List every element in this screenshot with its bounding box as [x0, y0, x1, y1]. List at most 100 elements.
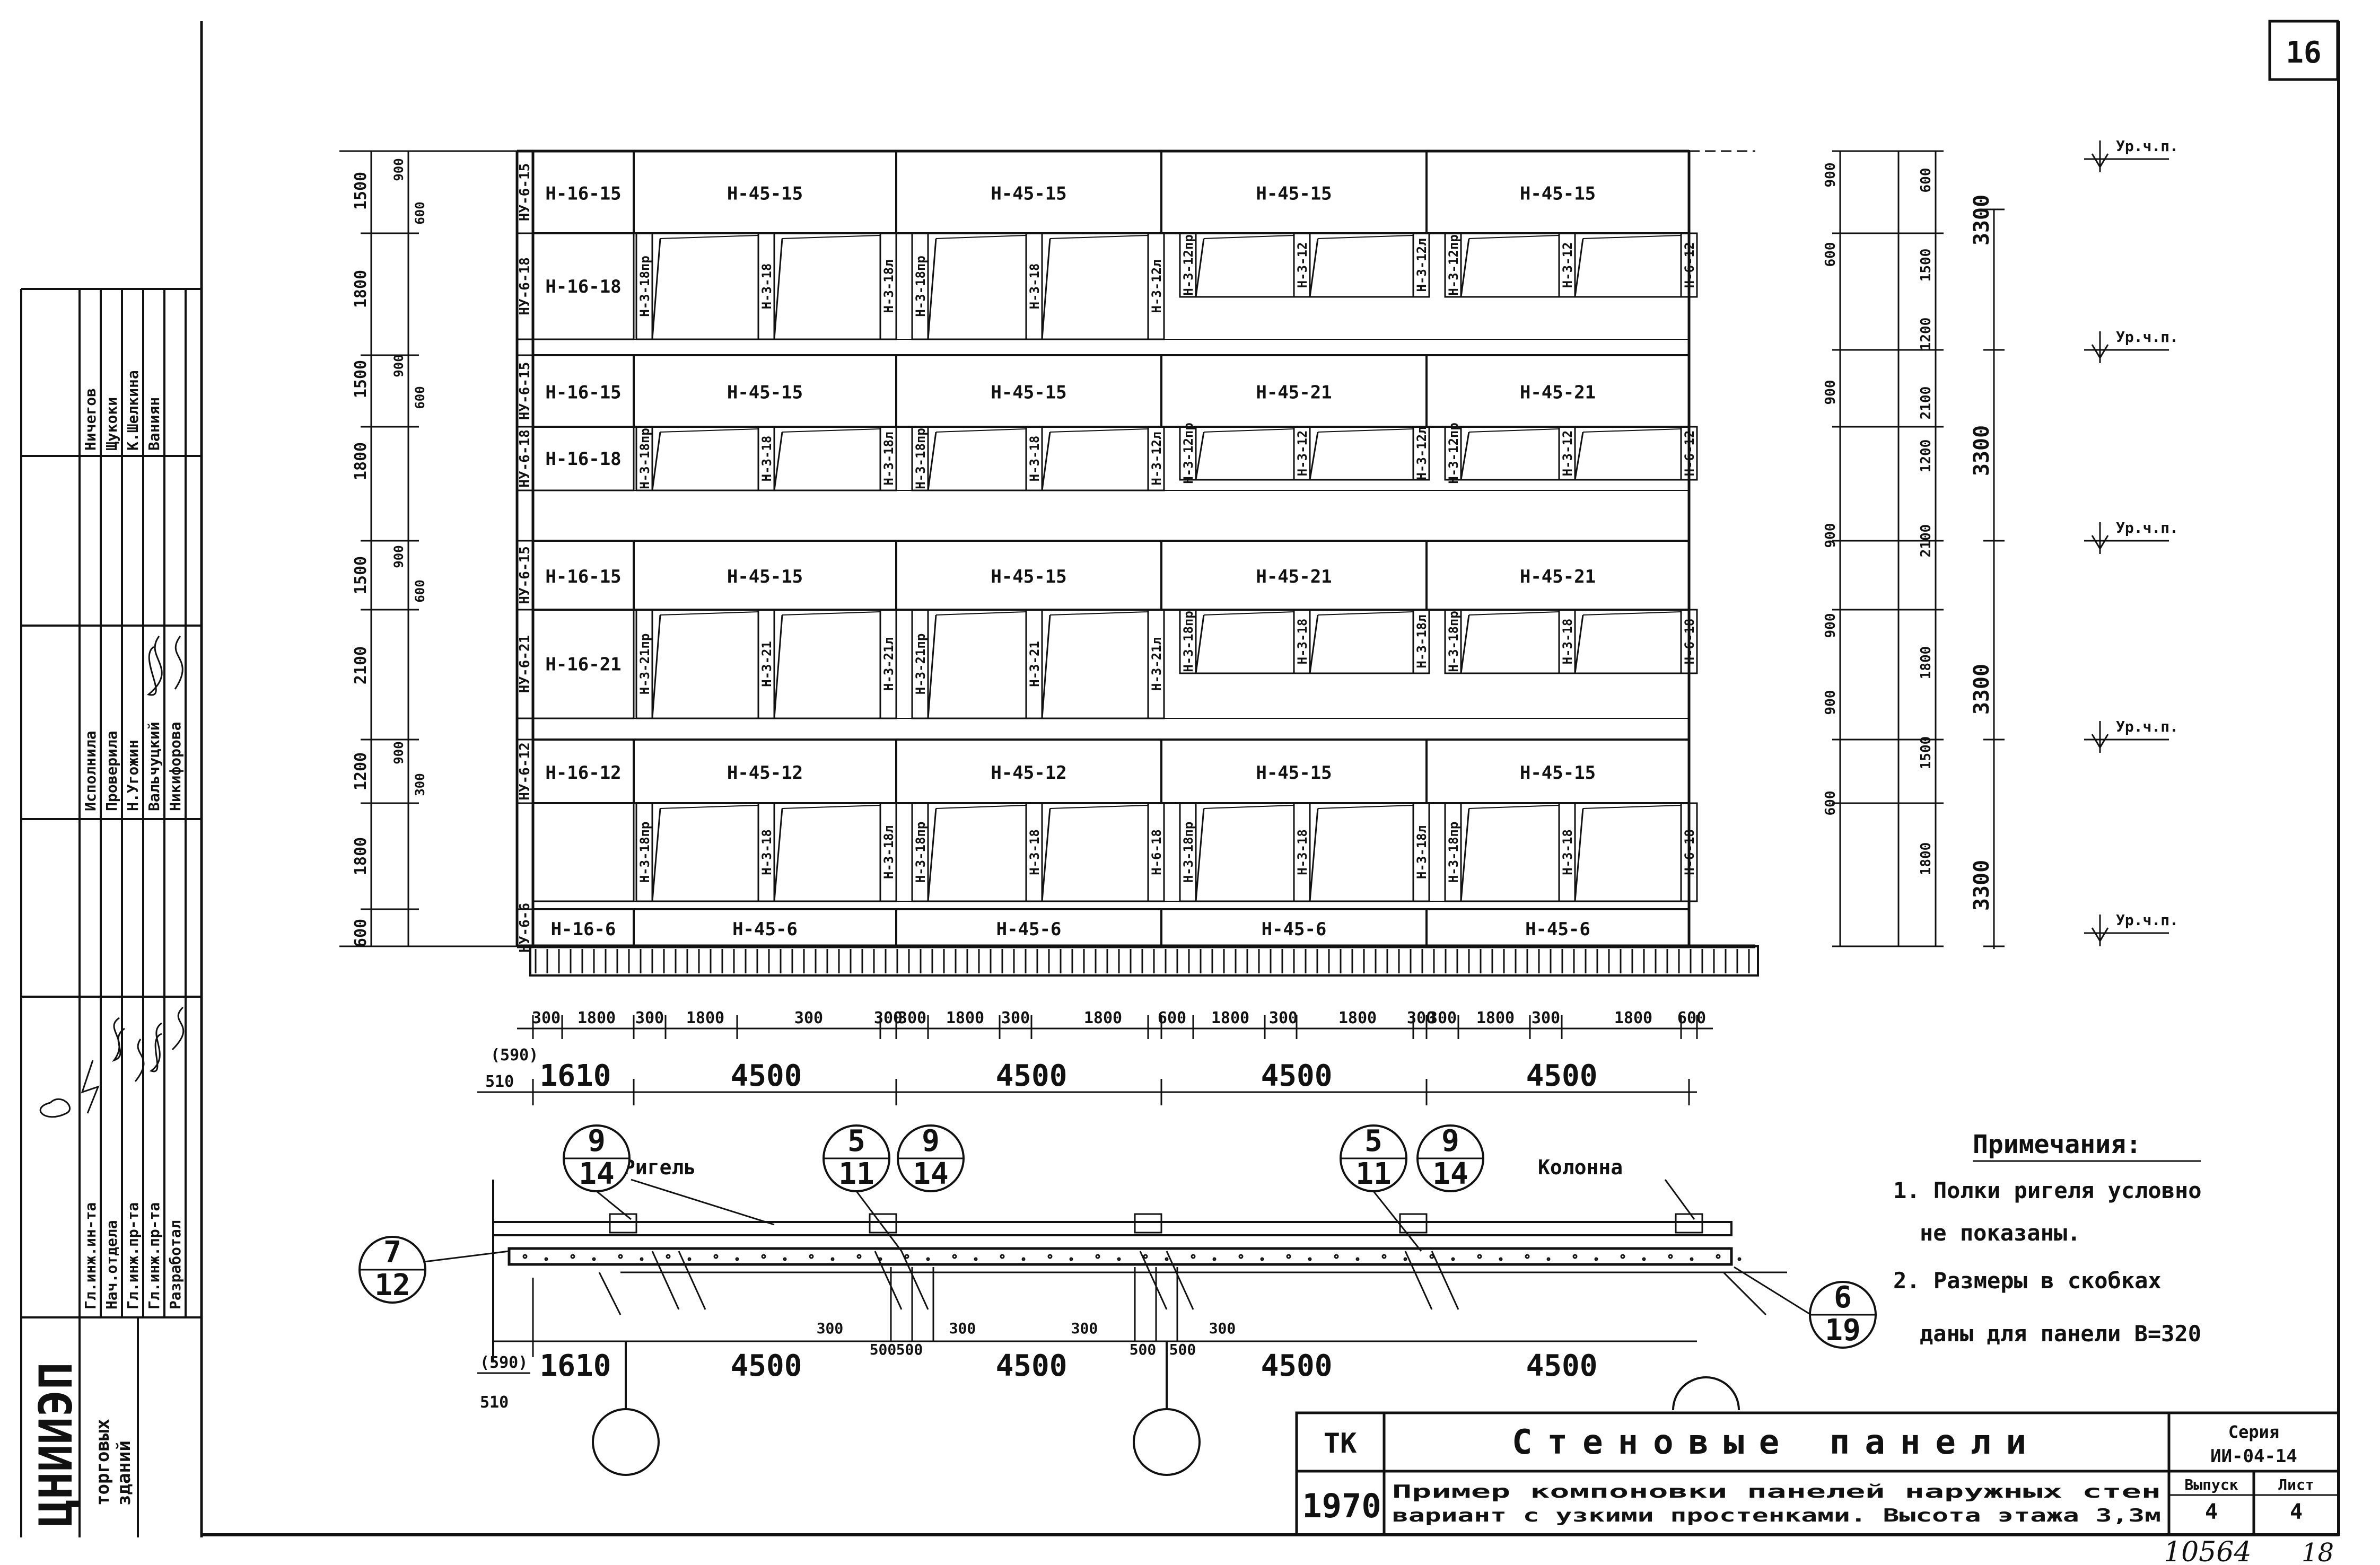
plan-dim-label: 500	[1130, 1341, 1157, 1358]
sash-line	[1049, 611, 1149, 616]
callout: 914	[563, 1124, 631, 1192]
callout-top: 9	[922, 1124, 940, 1158]
sash-line	[1309, 808, 1319, 902]
pier-label: Н-3-21л	[881, 637, 896, 691]
callout-top: 6	[1834, 1280, 1852, 1315]
plan-hatch-dot	[1525, 1254, 1530, 1259]
bottom-dim-label: 300	[1428, 1009, 1457, 1027]
plan-hatch-dot	[1572, 1254, 1578, 1259]
pier	[1558, 609, 1576, 674]
plan-hatch-dot	[687, 1257, 692, 1261]
pier-label: Н-3-18пр	[913, 256, 928, 317]
bottom-dim-label: 1800	[578, 1009, 616, 1027]
pier-label: Н-3-12	[1560, 430, 1575, 477]
plan-hatch-dot	[974, 1257, 978, 1261]
spandrel-label: Н-45-6	[996, 919, 1062, 940]
pier-label: Н-3-18пр	[637, 822, 652, 883]
sash-line	[773, 808, 783, 902]
spandrel-label: Н-45-15	[727, 382, 803, 403]
plan-hatch-dot	[952, 1254, 957, 1259]
sash-line	[1317, 611, 1414, 616]
left-pier-label: НУ-6-15	[517, 163, 533, 222]
role-3: Гл.инж.пр-та	[145, 1202, 163, 1309]
tb-subtitle-2: вариант с узкими простенками. Высота эта…	[1392, 1505, 2161, 1526]
sash-line	[1195, 432, 1205, 480]
right-dim-small: 900	[1823, 690, 1839, 715]
bottom-dim-label: 300	[1001, 1009, 1030, 1027]
pier-label: Н-3-18л	[881, 259, 896, 313]
tb-sheet: 4	[2290, 1500, 2303, 1524]
bottom-dim-label: 1800	[686, 1009, 724, 1027]
bottom-dim-label: 300	[1407, 1009, 1436, 1027]
level-label: Ур.ч.п.	[2116, 718, 2178, 735]
sash-line	[1582, 611, 1682, 616]
pier-label: Н-3-18	[1027, 263, 1042, 310]
tb-subtitle-1: Пример компоновки панелей наружных стен	[1392, 1481, 2161, 1502]
pier	[1179, 426, 1197, 481]
org-name: ЦНИИЭП	[30, 1362, 83, 1527]
rigel-leader	[631, 1179, 775, 1226]
plan-column-mark	[1134, 1213, 1162, 1234]
sash-line	[1049, 235, 1149, 239]
sash-line	[782, 428, 881, 433]
bottom-dim-label: 1800	[1084, 1009, 1122, 1027]
left-dim: 1200	[352, 752, 370, 790]
plan-hatch-dot	[522, 1254, 528, 1259]
right-dim-floor-height: 3300	[1970, 664, 1994, 715]
plan-hatch-dot	[856, 1254, 862, 1259]
sash-line	[660, 235, 759, 239]
level-label: Ур.ч.п.	[2116, 137, 2178, 155]
spandrel-strip	[532, 738, 1690, 804]
foundation-hatch	[535, 949, 1750, 973]
bottom-dim-chain	[477, 1027, 1713, 1093]
bottom-dim-label: 300	[635, 1009, 664, 1027]
pier-label: Н-3-18пр	[1446, 611, 1461, 672]
plan-hatch-dot	[1260, 1257, 1264, 1261]
level-marks: Ур.ч.п.Ур.ч.п.Ур.ч.п.Ур.ч.п.Ур.ч.п.	[2084, 137, 2178, 946]
sash-line	[1582, 428, 1682, 433]
plan-span-label: 4500	[996, 1349, 1068, 1383]
pier-label: Н-3-18пр	[1181, 822, 1196, 883]
pier-label: Н-3-21пр	[913, 634, 928, 695]
pier	[1412, 609, 1430, 674]
sash-line	[1203, 235, 1294, 239]
left-dim-small: 600	[413, 579, 427, 602]
pier	[1293, 426, 1311, 481]
sash-line	[935, 428, 1027, 433]
pier-label: Н-6-12	[1682, 430, 1697, 477]
left-dim: 1500	[352, 172, 370, 210]
pier-label: Н-3-12пр	[1446, 234, 1461, 296]
tb-series: ИИ-04-14	[2210, 1446, 2297, 1467]
pier-label: Н-3-18	[1295, 829, 1310, 875]
pier-label: Н-3-18	[1295, 619, 1310, 665]
plan-diagonal	[874, 1251, 903, 1310]
right-dim-small: 900	[1823, 613, 1839, 638]
pier-label: Н-3-18пр	[1446, 822, 1461, 883]
plan-hatch-dot	[666, 1254, 671, 1259]
sash-line	[1317, 235, 1414, 239]
sash-line	[1468, 611, 1560, 616]
pier-label: Н-6-18	[1682, 619, 1697, 665]
left-pier-upper-label: НУ-6-21	[517, 635, 533, 693]
strip-label: Н-16-21	[545, 654, 621, 675]
plan-edge	[598, 1272, 622, 1315]
role-2: Гл.инж.пр-та	[124, 1202, 142, 1309]
plan-hatch-dot	[1403, 1257, 1407, 1261]
callout-bottom: 19	[1825, 1313, 1860, 1348]
sash-line	[1574, 432, 1584, 480]
name-4: Никифорова	[167, 722, 184, 811]
left-dim-small: 600	[413, 386, 427, 409]
plan-diagonal	[678, 1251, 706, 1310]
sash-line	[1460, 808, 1470, 902]
sash-line	[1582, 235, 1682, 239]
pier-label: Н-3-12л	[1414, 238, 1429, 292]
left-dim-small: 900	[391, 158, 406, 181]
sheet-number: 16	[2286, 36, 2321, 70]
name2-1: Щукоки	[103, 397, 120, 451]
callout-leader	[1734, 1266, 1812, 1316]
sash-line	[660, 428, 759, 433]
plan-hatch-dot	[1069, 1257, 1073, 1261]
sash-line	[1574, 614, 1584, 674]
right-dim-segment: 1500	[1918, 736, 1934, 770]
